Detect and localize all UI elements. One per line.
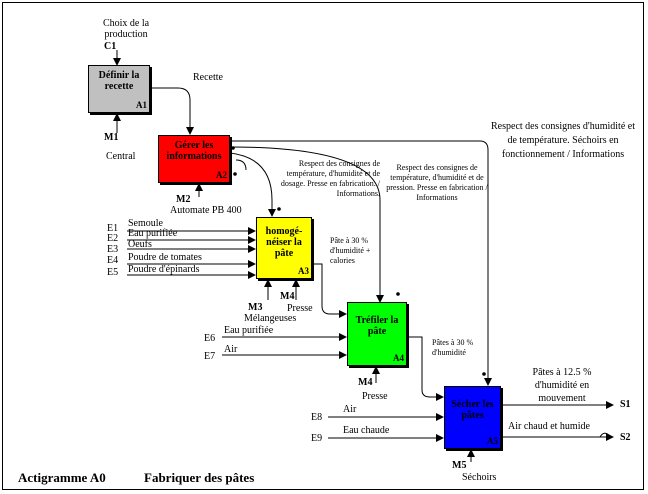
m5-text: Séchoirs xyxy=(462,472,497,483)
a5-dot xyxy=(482,372,486,376)
box-a1-id: A1 xyxy=(136,100,147,110)
m1-text: Central xyxy=(106,151,136,162)
e8-code: E8 xyxy=(311,412,323,423)
a4-dot xyxy=(396,292,400,296)
box-a3-homogeneiser: homogé-néiser la pâte A3 xyxy=(256,217,312,279)
s2-curl xyxy=(599,432,611,438)
s1-text: Pâtes à 12.5 % d'humidité en mouvement xyxy=(532,367,592,404)
e1-text: Semoule xyxy=(128,218,163,229)
box-a2-label: Gérer les informations xyxy=(166,140,222,162)
e2-code: E2 xyxy=(107,233,119,244)
e4-code: E4 xyxy=(107,255,119,266)
box-a3-id: A3 xyxy=(298,266,309,276)
e5-code: E5 xyxy=(107,267,119,278)
e1-code: E1 xyxy=(107,223,119,234)
e6-text: Eau purifiée xyxy=(224,325,274,336)
a2-to-a3-text: Respect des consignes de température, d'… xyxy=(280,159,380,198)
recette-arrow xyxy=(151,87,194,135)
diagram-title: Fabriquer des pâtes xyxy=(144,470,255,485)
recette-label: Recette xyxy=(193,72,223,83)
a2-to-a5-control xyxy=(230,140,492,386)
m2-code: M2 xyxy=(176,194,191,205)
m4b-text: Presse xyxy=(362,391,388,402)
s2-code: S2 xyxy=(620,432,631,443)
box-a4-id: A4 xyxy=(393,353,404,363)
c1-text: Choix de la production xyxy=(102,18,150,40)
e9-text: Eau chaude xyxy=(343,425,390,436)
box-a1-label: Définir la recette xyxy=(98,70,140,92)
box-a5-label: Sécher les pâtes xyxy=(451,399,494,421)
box-a5-secher: Sécher les pâtes A5 xyxy=(444,386,501,449)
box-a4-label: Tréfiler la pâte xyxy=(355,315,399,337)
e5-text: Poudre d'épinards xyxy=(128,264,200,275)
diagram-code: Actigramme A0 xyxy=(18,470,106,485)
e7-text: Air xyxy=(224,344,238,355)
e9-code: E9 xyxy=(311,433,323,444)
s2-text: Air chaud et humide xyxy=(508,421,590,432)
e3-text: Oeufs xyxy=(128,239,152,250)
box-a1-definir-recette: Définir la recette A1 xyxy=(88,65,150,113)
box-a4-trefiler: Tréfiler la pâte A4 xyxy=(347,302,407,366)
a2-to-a5-text: Respect des consignes d'humidité et de t… xyxy=(491,121,635,160)
e8-text: Air xyxy=(343,404,357,415)
box-a5-id: A5 xyxy=(487,436,498,446)
a4-to-a5 xyxy=(408,336,444,401)
box-a3-label: homogé-néiser la pâte xyxy=(265,226,303,259)
box-a2-gerer-informations: Gérer les informations A2 xyxy=(158,135,230,183)
m4b-code: M4 xyxy=(358,377,373,388)
box-a2-id: A2 xyxy=(216,170,227,180)
feedback-return xyxy=(235,159,247,171)
a2-to-a4-control xyxy=(229,146,384,303)
a2-to-a3-control xyxy=(229,152,276,217)
a2-dot-1 xyxy=(231,146,235,150)
m5-code: M5 xyxy=(452,460,467,471)
diagram-frame xyxy=(2,2,644,490)
a4-out-text: Pâtes à 30 % d'humidité xyxy=(432,338,474,357)
a2-to-a4-text: Respect des consignes de température, d'… xyxy=(386,163,488,202)
m1-code: M1 xyxy=(104,132,119,143)
a3-to-a4 xyxy=(313,263,347,318)
m3-code: M3 xyxy=(248,302,263,313)
m3-text: Mélangeuses xyxy=(244,313,297,324)
m2-text: Automate PB 400 xyxy=(170,205,242,216)
e3-code: E3 xyxy=(107,244,119,255)
s1-code: S1 xyxy=(620,399,631,410)
e7-code: E7 xyxy=(204,351,216,362)
m4a-code: M4 xyxy=(280,291,295,302)
e4-text: Poudre de tomates xyxy=(128,252,202,263)
a3-out-text: Pâte à 30 % d'humidité + calories xyxy=(330,236,371,265)
e6-code: E6 xyxy=(204,333,216,344)
e2-text: Eau purifiée xyxy=(128,228,178,239)
c1-code: C1 xyxy=(104,41,117,52)
m4a-text: Presse xyxy=(287,303,313,314)
a2-dot-2 xyxy=(233,172,237,176)
a3-dot xyxy=(277,207,281,211)
